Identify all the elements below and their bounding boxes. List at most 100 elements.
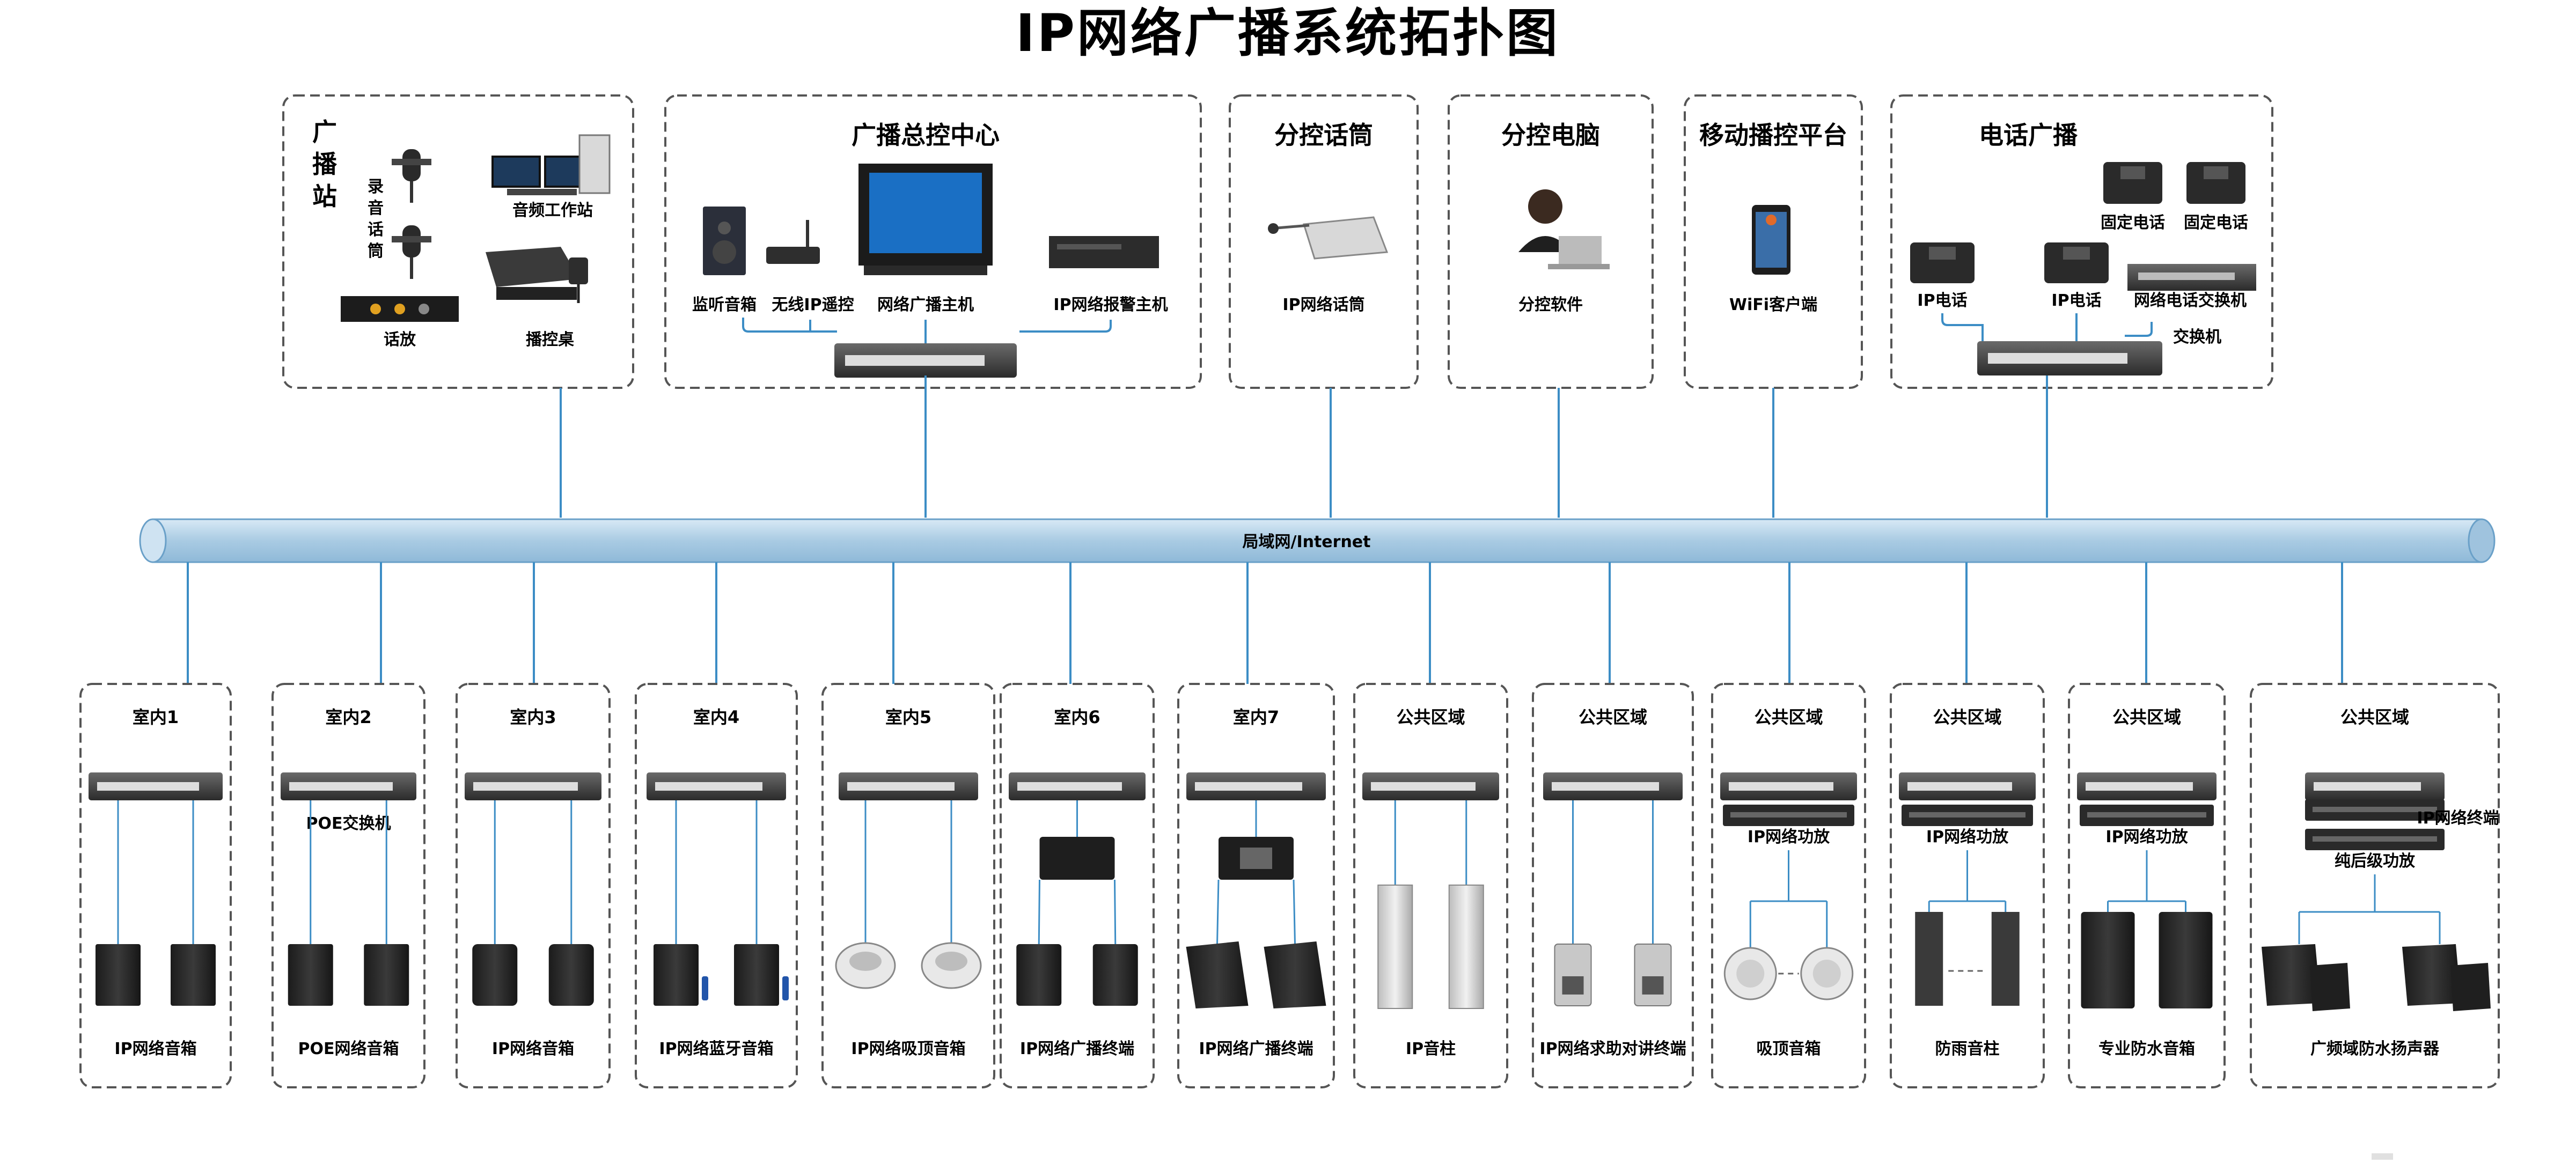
studio-microphone-icon (392, 149, 431, 279)
zone-switch-icon (1543, 772, 1683, 800)
fixed-phone-2-label: 固定电话 (2184, 213, 2248, 232)
diagram-title: IP网络广播系统拓扑图 (1016, 3, 1560, 63)
power-amplifier-icon (2305, 829, 2445, 850)
speaker-icon (548, 944, 594, 1006)
pc-group: 分控电脑 分控软件 (1501, 121, 1610, 314)
mic-char-4: 筒 (368, 242, 384, 261)
horn-speaker-icon (2262, 944, 2350, 1011)
zone-switch-icon (839, 772, 978, 800)
zone-switch-icon (2077, 772, 2217, 800)
zone-end-label: 吸顶音箱 (1757, 1040, 1821, 1058)
broadcast-terminal-icon (1039, 837, 1115, 880)
waterproof-speaker-icon (2081, 912, 2135, 1008)
zone-end-label: IP网络广播终端 (1020, 1040, 1134, 1058)
speaker-icon (654, 944, 708, 1006)
rainproof-column-icon (1991, 912, 2020, 1006)
preamp-label: 话放 (384, 330, 416, 349)
zone-end-label: IP网络广播终端 (1199, 1040, 1313, 1058)
zone-device-label-2: IP网络终端 (2417, 809, 2499, 828)
station-title-char-1: 广 (312, 117, 337, 146)
mic-char-3: 话 (368, 220, 384, 239)
center-switch-icon (834, 343, 1017, 378)
zone-name: 室内3 (510, 707, 556, 727)
zone-device-label: 纯后级功放 (2335, 852, 2416, 871)
workstation-label: 音频工作站 (512, 201, 593, 220)
zone-name: 室内1 (133, 707, 179, 727)
wireless-remote-icon (766, 220, 820, 264)
phone-gateway-icon (2127, 264, 2256, 291)
zone-box (1177, 683, 1335, 1088)
zone-end-label: 防雨音柱 (1935, 1040, 2000, 1058)
backbone-label: 局域网/Internet (1242, 533, 1370, 551)
zone-box (79, 683, 232, 1088)
speaker-icon (1264, 941, 1326, 1008)
speaker-icon (96, 944, 141, 1006)
intercom-terminal-icon (1554, 944, 1592, 1006)
console-label: 播控桌 (526, 330, 574, 349)
broadcast-host-label: 网络广播主机 (877, 296, 974, 314)
zone-device-label: IP网络功放 (2105, 828, 2188, 846)
zone-end-label: IP音柱 (1406, 1040, 1456, 1058)
zone-box (2250, 683, 2500, 1088)
speaker-icon (1092, 944, 1138, 1006)
amplifier-icon (2305, 799, 2445, 821)
ceiling-speaker-icon (1723, 947, 1777, 1000)
speaker-icon (288, 944, 333, 1006)
speaker-icon (734, 944, 789, 1006)
network-amplifier-icon (1723, 805, 1854, 826)
zone-switch-icon (1186, 772, 1326, 800)
waterproof-speaker-icon (2159, 912, 2213, 1008)
zone-switch-icon (89, 772, 223, 800)
phone-gateway-label: 网络电话交换机 (2134, 291, 2247, 310)
zone-switch-icon (1720, 772, 1857, 800)
zone-end-label: IP网络求助对讲终端 (1539, 1040, 1686, 1058)
control-center: 广播总控中心 监听音箱 无线IP遥控 网络广播主机 IP网络报警主机 (692, 121, 1168, 378)
smartphone-icon (1752, 205, 1790, 275)
zone-name: 公共区域 (1933, 707, 2001, 727)
ip-phone-2-label: IP电话 (2051, 291, 2101, 310)
phone-switch-icon (1977, 341, 2162, 375)
zone-name: 室内5 (885, 707, 931, 727)
speaker-icon (1016, 944, 1062, 1006)
zone-name: 室内2 (325, 707, 371, 727)
preamp-device-icon (341, 296, 459, 322)
ip-phone-1-icon (1910, 242, 1975, 283)
zone-box (271, 683, 425, 1088)
network-amplifier-icon (2080, 805, 2214, 826)
zone-end-label: IP网络音箱 (492, 1040, 574, 1058)
phone-group-title: 电话广播 (1979, 121, 2078, 150)
station-title-char-2: 播 (312, 150, 337, 179)
wireless-remote-label: 无线IP遥控 (772, 296, 854, 314)
monitor-speaker-icon (703, 207, 746, 275)
zone-end-label: POE网络音箱 (298, 1040, 399, 1058)
zone-box (456, 683, 611, 1088)
zone-box (2068, 683, 2226, 1088)
zone-end-label: IP网络吸顶音箱 (851, 1040, 965, 1058)
fixed-phone-2-icon (2186, 162, 2245, 204)
zone-name: 室内7 (1233, 707, 1279, 727)
zone-box (1890, 683, 2045, 1088)
horn-speaker-icon (2402, 944, 2491, 1011)
zone-end-label: IP网络音箱 (114, 1040, 196, 1058)
zone-box (635, 683, 798, 1088)
broadcast-host-icon (858, 164, 993, 275)
speaker-icon (472, 944, 518, 1006)
zone-device-label: IP网络功放 (1748, 828, 1830, 846)
mobile-group-title: 移动播控平台 (1699, 121, 1847, 150)
pc-group-label: 分控软件 (1518, 296, 1583, 314)
zone-device-label: IP网络功放 (1926, 828, 2009, 846)
alarm-host-icon (1049, 236, 1159, 268)
paging-microphone-icon (1268, 216, 1389, 260)
broadcast-terminal-icon (1219, 837, 1294, 880)
mixing-console-icon (486, 247, 588, 303)
zone-name: 公共区域 (2112, 707, 2181, 727)
